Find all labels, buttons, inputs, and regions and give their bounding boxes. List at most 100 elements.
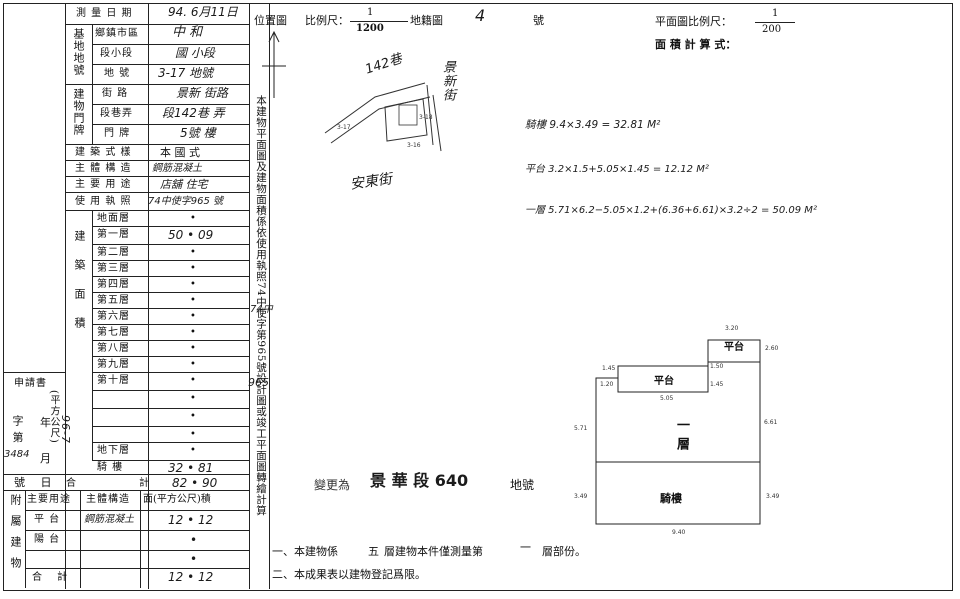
floor-area-value: •: [190, 393, 196, 404]
plan-label-arcade: 騎樓: [660, 492, 682, 505]
plan-label-platform-lower: 平台: [654, 376, 674, 387]
section-label: 段小段: [100, 48, 133, 59]
calc-line-arcade: 騎樓 9.4×3.49 = 32.81 M²: [525, 119, 661, 131]
city-value: 中 和: [172, 25, 203, 40]
street-value: 景新 街路: [176, 86, 228, 100]
plan-calc-label: 面 積 計 算 式：: [655, 38, 737, 51]
floor-area-value: •: [190, 263, 196, 274]
app-number-label: 號 日: [14, 476, 58, 489]
floor-area-value: •: [190, 375, 196, 386]
svg-text:6.61: 6.61: [764, 419, 778, 426]
floor-area-value: •: [190, 343, 196, 354]
survey-date-value: 94. 6月11日: [168, 5, 238, 19]
lane-value: 段142巷 弄: [162, 106, 225, 120]
footer-note-2: 二、本成果表以建物登記爲限。: [272, 568, 426, 581]
floor-area-value: •: [190, 429, 196, 440]
attached-area: 12 • 12: [168, 513, 214, 527]
base-location-label: 基地地號: [72, 28, 85, 76]
attached-area: •: [190, 533, 198, 547]
plan-scale-label: 平面圖比例尺：: [655, 15, 732, 28]
floor-name: 騎 樓: [97, 462, 124, 473]
total-value: 82 • 90: [172, 476, 218, 490]
city-label: 鄉鎮市區: [95, 28, 139, 39]
attached-header-structure: 主體構造: [86, 494, 130, 505]
attached-header-area: 面(平方公尺)積: [143, 494, 211, 505]
floor-area-value: •: [190, 247, 196, 258]
sketch-street-a: 景新街: [440, 60, 455, 102]
svg-text:5.05: 5.05: [660, 395, 674, 402]
floor-area-value: •: [190, 411, 196, 422]
attached-use: 陽 台: [34, 534, 61, 545]
floor-area-value: •: [190, 445, 196, 456]
door-value: 5號 樓: [180, 126, 216, 140]
lot-value: 3-17 地號: [158, 66, 214, 80]
vertical-hand: 74中: [250, 304, 273, 315]
north-arrow-icon: [262, 30, 286, 98]
svg-text:3.20: 3.20: [725, 325, 739, 332]
area-group-label: 建築面積: [73, 230, 86, 346]
floor-name: 第九層: [97, 359, 130, 370]
scale-num: 1: [367, 7, 374, 18]
calc-line-first-floor: 一層 5.71×6.2−5.05×1.2+(6.36+6.61)×3.2÷2 =…: [525, 205, 817, 216]
vertical-note: 本建物平面圖及建物面積係依使用執照74中使字第965號設計圖或竣工平面圖轉繪計算: [255, 95, 267, 516]
svg-text:3-17: 3-17: [337, 124, 351, 131]
floor-area-value: •: [190, 311, 196, 322]
plat-value: 4: [475, 6, 486, 25]
style-value: 本 國 式: [160, 146, 200, 159]
svg-text:3-16: 3-16: [407, 142, 421, 149]
app-year-label: 年: [40, 416, 51, 429]
floor-area-value: •: [190, 295, 196, 306]
plan-label-first-floor: 一層: [674, 418, 689, 456]
attached-total-value: 12 • 12: [168, 570, 214, 584]
plan-label-platform-upper: 平台: [724, 342, 744, 353]
floor-name: 第三層: [97, 263, 130, 274]
app-month-label: 月: [40, 452, 51, 465]
plan-scale-den: 200: [762, 24, 782, 35]
floor-name: 第一層: [97, 229, 130, 240]
application-label: 申請書: [14, 378, 47, 389]
svg-text:9.40: 9.40: [672, 529, 686, 536]
app-month-value: 3484: [4, 449, 30, 460]
stamp-line1: 變更為: [314, 478, 351, 492]
use-label: 主 要 用 途: [75, 179, 132, 190]
floor-area-value: •: [190, 279, 196, 290]
building-door-label: 建物門牌: [72, 88, 85, 136]
svg-text:1.45: 1.45: [602, 365, 616, 372]
stamp-line2: 景 華 段 640: [370, 471, 469, 490]
street-label: 街 路: [102, 88, 129, 99]
floor-name: 第四層: [97, 279, 130, 290]
door-label: 門 牌: [104, 128, 131, 139]
svg-text:3.49: 3.49: [574, 493, 588, 500]
plan-scale-num: 1: [772, 8, 779, 19]
floor-name: 第二層: [97, 247, 130, 258]
floor-name: 第七層: [97, 327, 130, 338]
lane-label: 段巷弄: [100, 108, 133, 119]
floor-name: 地面層: [97, 213, 130, 224]
svg-text:1.45: 1.45: [710, 381, 724, 388]
floor-name: 第五層: [97, 295, 130, 306]
calc-line-platform: 平台 3.2×1.5+5.05×1.45 = 12.12 M²: [525, 164, 709, 175]
attached-label: 附屬建物: [9, 494, 22, 578]
floor-area-value: •: [190, 213, 196, 224]
change-stamp: 變更為 景 華 段 640 地號: [312, 460, 552, 500]
app-char-label: 字 第: [11, 415, 24, 444]
scale-label: 比例尺：: [305, 14, 349, 27]
license-value: 74中使字965 號: [148, 196, 223, 207]
attached-total-label: 合 計: [32, 572, 74, 583]
location-sketch: 3-17 3-16 3-18: [324, 82, 442, 152]
license-label: 使 用 執 照: [75, 196, 132, 207]
svg-text:2.60: 2.60: [765, 345, 779, 352]
use-value: 店舖 住宅: [160, 178, 208, 191]
total-label: 合 計: [66, 478, 180, 489]
plat-label: 地籍圖: [410, 14, 443, 27]
attached-structure: 鋼筋混凝土: [84, 514, 134, 525]
floor-area-value: •: [190, 327, 196, 338]
floor-name: 地下層: [97, 445, 130, 456]
floor-name: 第八層: [97, 343, 130, 354]
section-value: 國 小段: [175, 46, 215, 60]
location-label: 位置圖: [254, 14, 287, 27]
structure-value: 鋼筋混凝土: [152, 163, 202, 174]
area-unit-label: (平方公尺): [48, 390, 59, 444]
left-table: 測 量 日 期 94. 6月11日 基地地號 鄉鎮市區 中 和 段小段 國 小段…: [0, 0, 252, 599]
vertical-hand-num: 965: [248, 376, 269, 389]
